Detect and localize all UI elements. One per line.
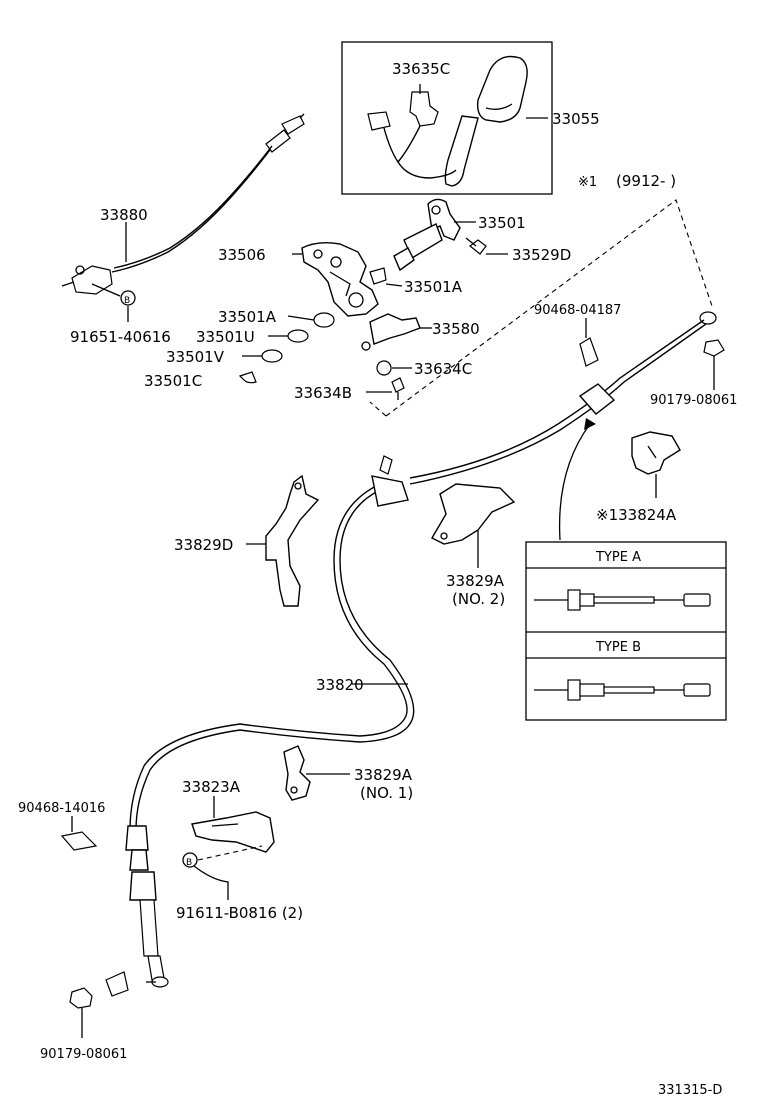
label-90468-04187: 90468-04187 <box>534 303 621 318</box>
label-33506: 33506 <box>218 246 266 264</box>
cable-lower-sleeve <box>129 871 157 901</box>
cable-grommet <box>578 383 616 415</box>
right-parts: 90468-04187 90179-08061 ※133824A <box>534 303 737 541</box>
label-33055: 33055 <box>552 110 600 128</box>
washer-33501U <box>287 329 309 343</box>
label-33529D: 33529D <box>512 246 571 264</box>
label-33580: 33580 <box>432 320 480 338</box>
shift-knob-inset: 33635C 33055 <box>341 41 600 195</box>
label-33824A: ※133824A <box>596 506 677 524</box>
marker-b-icon <box>120 290 136 306</box>
label-33829A-no2-sub: (NO. 2) <box>452 590 505 608</box>
lever-33580 <box>369 313 421 345</box>
inset-frame <box>341 41 553 195</box>
label-33829D: 33829D <box>174 536 233 554</box>
marker-b-text-lower: B <box>186 858 192 868</box>
shift-lever-assembly: 33506 33501 33529D 33501A 33501A 33501U … <box>144 198 571 402</box>
label-33501U: 33501U <box>196 328 255 346</box>
bracket-33506 <box>301 241 379 317</box>
main-cable-33820: 33820 <box>125 319 707 988</box>
bracket-33829D <box>265 474 320 607</box>
bracket-33829A-no1 <box>283 745 311 801</box>
washer-33501V <box>261 349 283 363</box>
clip-90468-14016 <box>60 831 98 851</box>
note-group-dash <box>385 199 713 417</box>
nut-90179-top <box>703 339 725 357</box>
clip-33501C <box>238 371 257 384</box>
label-33829A-no1-sub: (NO. 1) <box>360 784 413 802</box>
lower-left-parts: 90468-14016 90179-08061 <box>18 801 129 1062</box>
figure-code: 331315-D <box>658 1083 722 1098</box>
bushing-33501A-left <box>313 312 335 328</box>
lever-33501 <box>427 198 461 241</box>
label-33501A-right: 33501A <box>404 278 463 296</box>
type-a-cable-icon <box>534 589 711 611</box>
bracket-33823A <box>191 811 275 853</box>
type-table: TYPE A TYPE B <box>525 541 727 721</box>
bolt-33529D <box>469 239 487 255</box>
label-33634B: 33634B <box>294 384 352 402</box>
cable-clamp-upper <box>371 475 409 507</box>
cable-33880: 33880 B 91651-40616 <box>61 113 305 346</box>
clip-90468-04187 <box>579 337 599 367</box>
switch-body <box>409 91 439 127</box>
cable-end-eye <box>699 311 717 325</box>
label-33634C: 33634C <box>414 360 472 378</box>
label-33501: 33501 <box>478 214 526 232</box>
marker-b-text: B <box>124 296 130 306</box>
label-91611-B0816: 91611-B0816 (2) <box>176 904 303 922</box>
label-33829A-no1: 33829A <box>354 766 413 784</box>
type-b-header: TYPE B <box>595 640 641 655</box>
clip-33634B <box>391 377 405 393</box>
label-90468-14016: 90468-14016 <box>18 801 105 816</box>
type-b-cable-icon <box>534 679 711 701</box>
shift-knob <box>476 55 528 123</box>
label-33820: 33820 <box>316 676 364 694</box>
bushing-33634C <box>376 360 392 376</box>
nut-90179-bottom <box>69 987 93 1009</box>
marker-b-icon-lower <box>182 852 198 868</box>
connector <box>367 111 391 131</box>
label-33635C: 33635C <box>392 60 450 78</box>
label-91651-40616: 91651-40616 <box>70 328 171 346</box>
note-range: (9912- ) <box>616 172 676 190</box>
label-33501V: 33501V <box>166 348 225 366</box>
label-33880: 33880 <box>100 206 148 224</box>
bracket-33829A-no2 <box>431 483 516 545</box>
brackets: 33829D 33829A (NO. 2) 33829A (NO. 1) 338… <box>174 474 516 922</box>
label-33501A-left: 33501A <box>218 308 277 326</box>
label-33829A-no2: 33829A <box>446 572 505 590</box>
bushing-33501A <box>369 267 387 285</box>
label-90179-bottom: 90179-08061 <box>40 1047 127 1062</box>
label-90179-top: 90179-08061 <box>650 393 737 408</box>
label-33823A: 33823A <box>182 778 241 796</box>
pointer-arrow <box>558 423 591 541</box>
type-a-header: TYPE A <box>595 550 641 565</box>
label-33501C: 33501C <box>144 372 202 390</box>
shift-lever <box>444 115 479 187</box>
note-mark: ※1 <box>578 175 597 190</box>
clip-33824A <box>631 431 681 475</box>
